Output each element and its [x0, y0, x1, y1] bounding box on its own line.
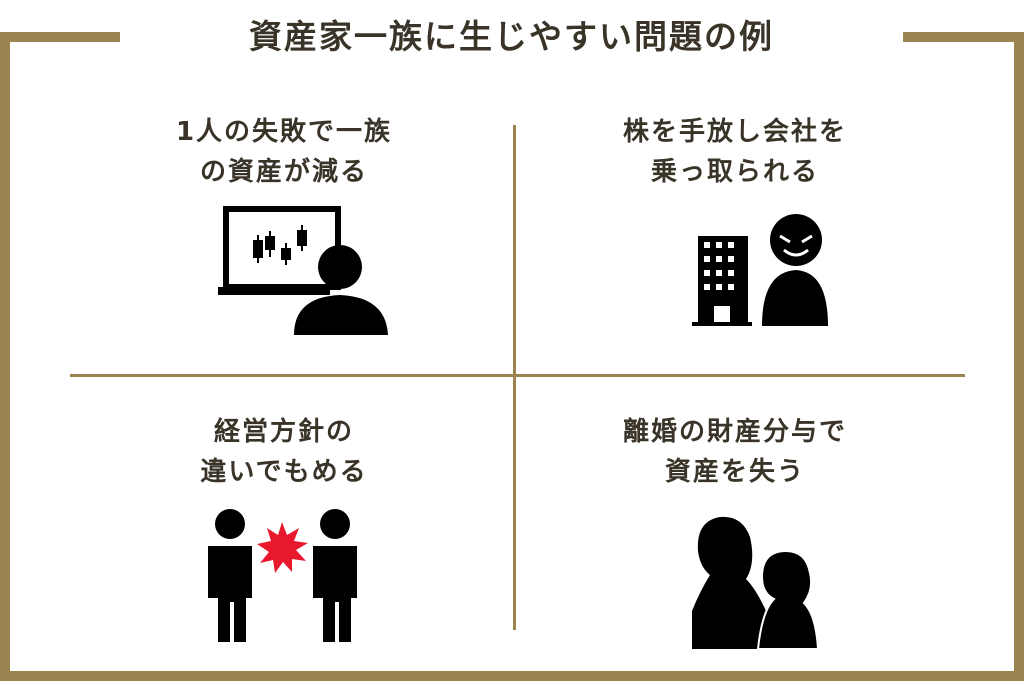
frame-bottom: [0, 671, 1024, 681]
divorce-icon: [692, 516, 820, 650]
frame-right: [1014, 32, 1024, 681]
caption-line: 株を手放し会社を: [622, 117, 847, 147]
caption-line: 経営方針の: [213, 417, 354, 447]
panel-caption-3: 経営方針の 違いでもめる: [84, 412, 484, 492]
panel-caption-1: 1人の失敗で一族 の資産が減る: [84, 112, 484, 192]
frame-left: [0, 32, 10, 681]
frame-top-left: [0, 32, 120, 42]
caption-line: 違いでもめる: [200, 457, 368, 487]
page-title: 資産家一族に生じやすい問題の例: [249, 17, 774, 56]
company-takeover-icon: [692, 214, 828, 326]
panel-caption-2: 株を手放し会社を 乗っ取られる: [535, 112, 935, 192]
vertical-divider: [513, 125, 516, 630]
trading-loss-icon: [218, 206, 388, 335]
caption-line: の資産が減る: [199, 157, 368, 187]
caption-line: 離婚の財産分与で: [622, 417, 847, 447]
burst-icon: [257, 522, 308, 573]
caption-line: 1人の失敗で一族: [175, 117, 393, 147]
caption-line: 資産を失う: [664, 457, 805, 487]
panel-caption-4: 離婚の財産分与で 資産を失う: [535, 412, 935, 492]
frame-top-right: [903, 32, 1024, 42]
caption-line: 乗っ取られる: [650, 157, 819, 187]
conflict-icon: [208, 509, 357, 642]
horizontal-divider: [70, 374, 965, 377]
